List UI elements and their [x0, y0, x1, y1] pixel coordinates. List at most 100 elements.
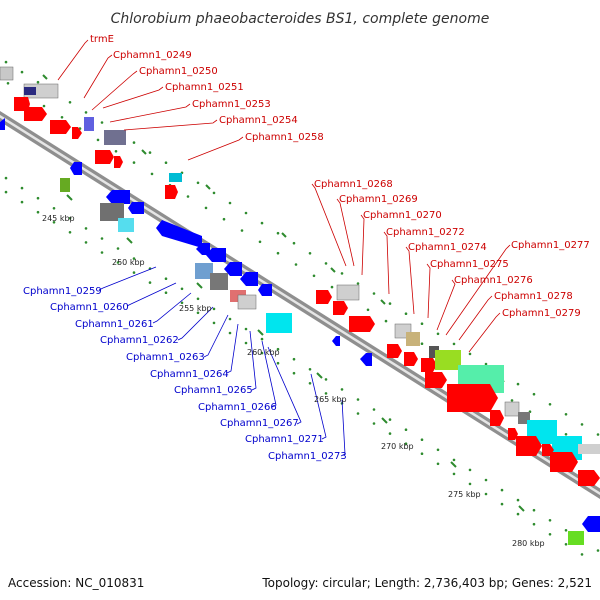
guide-dot	[20, 70, 24, 74]
gene-feature	[156, 220, 202, 248]
guide-dot	[500, 488, 504, 492]
gene-label[interactable]: Cphamn1_0251	[165, 82, 244, 93]
gene-label[interactable]: Cphamn1_0270	[363, 210, 442, 221]
guide-dot	[388, 432, 392, 435]
gene-label[interactable]: Cphamn1_0274	[408, 242, 487, 253]
guide-dot	[484, 492, 488, 496]
gene-label[interactable]: Cphamn1_0258	[245, 132, 324, 143]
gene-label[interactable]: Cphamn1_0253	[192, 99, 271, 110]
guide-dot	[516, 512, 520, 516]
gene-feature	[447, 384, 498, 412]
guide-dot	[260, 337, 264, 341]
guide-dot	[244, 327, 248, 331]
gene-feature	[429, 346, 439, 358]
gene-feature	[516, 436, 542, 456]
gene-feature	[169, 173, 182, 182]
gene-label[interactable]: Cphamn1_0277	[511, 240, 590, 251]
gene-feature	[578, 470, 600, 486]
guide-dot	[324, 392, 328, 395]
guide-dot	[516, 382, 520, 386]
gene-label[interactable]: Cphamn1_0271	[245, 434, 324, 445]
gene-feature	[504, 401, 520, 417]
gene-feature	[406, 332, 420, 346]
guide-dot	[96, 138, 100, 142]
gene-label[interactable]: Cphamn1_0265	[174, 385, 253, 396]
gene-feature	[240, 272, 258, 286]
gene-label[interactable]: Cphamn1_0273	[268, 451, 347, 462]
gene-feature	[490, 410, 504, 426]
guide-dot	[564, 433, 568, 436]
gene-label[interactable]: Cphamn1_0260	[50, 302, 129, 313]
guide-dot	[68, 231, 72, 234]
reverse-strand-features	[0, 118, 600, 545]
tick-label: 250 kbp	[112, 258, 145, 267]
gene-feature	[360, 353, 372, 366]
tick-labels: 245 kbp 250 kbp 255 kbp 260 kbp 265 kbp …	[42, 214, 545, 548]
gene-label[interactable]: Cphamn1_0279	[502, 308, 581, 319]
guide-dot	[84, 227, 88, 230]
guide-dot	[68, 101, 72, 104]
reverse-gene-labels: Cphamn1_0259 Cphamn1_0260 Cphamn1_0261 C…	[23, 286, 347, 462]
gene-label[interactable]: Cphamn1_0269	[339, 194, 418, 205]
gene-feature	[60, 178, 70, 192]
gene-label[interactable]: Cphamn1_0259	[23, 286, 102, 297]
guide-dot	[436, 332, 440, 336]
gene-label[interactable]: Cphamn1_0276	[454, 275, 533, 286]
gene-feature	[421, 358, 437, 372]
tick-label: 270 kbp	[381, 442, 414, 451]
gene-label[interactable]: Cphamn1_0275	[430, 259, 509, 270]
guide-dot	[36, 196, 40, 200]
guide-dot	[52, 207, 56, 210]
gene-feature	[114, 156, 123, 168]
gene-label[interactable]: Cphamn1_0263	[126, 352, 205, 363]
guide-dot	[276, 251, 280, 255]
guide-dot	[420, 438, 424, 442]
gene-label[interactable]: Cphamn1_0249	[113, 50, 192, 61]
gene-label[interactable]: Cphamn1_0267	[220, 418, 299, 429]
guide-dot	[222, 217, 226, 221]
gene-feature	[165, 185, 178, 199]
genome-summary-text: Topology: circular; Length: 2,736,403 bp…	[261, 576, 592, 590]
tick-label: 245 kbp	[42, 214, 75, 223]
gene-label[interactable]: Cphamn1_0266	[198, 402, 277, 413]
guide-dot	[212, 307, 216, 311]
guide-dot	[510, 399, 514, 402]
gene-feature	[0, 118, 5, 130]
guide-dot	[372, 408, 376, 411]
guide-dot	[532, 522, 536, 526]
gene-feature	[118, 218, 134, 232]
guide-dot	[132, 257, 136, 260]
guide-dot	[580, 423, 584, 426]
guide-dot	[100, 237, 104, 240]
guide-dot	[388, 302, 392, 305]
gene-feature	[24, 107, 47, 121]
gene-label[interactable]: Cphamn1_0254	[219, 115, 298, 126]
gene-label[interactable]: Cphamn1_0262	[100, 335, 179, 346]
gene-label[interactable]: Cphamn1_0261	[75, 319, 154, 330]
guide-dot	[436, 462, 440, 466]
guide-dot	[132, 161, 136, 164]
guide-dot	[468, 352, 472, 356]
gene-label[interactable]: trmE	[90, 34, 114, 45]
guide-dot	[294, 263, 298, 266]
guide-dot	[258, 240, 262, 244]
guide-dot	[420, 342, 424, 346]
gene-label[interactable]: Cphamn1_0272	[386, 227, 465, 238]
guide-dot	[52, 221, 56, 224]
guide-dot	[276, 231, 280, 235]
guide-dot	[564, 543, 568, 546]
guide-dot	[240, 229, 244, 232]
guide-dot	[228, 331, 232, 335]
tick-dashes	[42, 74, 525, 512]
guide-dot	[420, 322, 424, 326]
guide-dot	[292, 357, 296, 361]
guide-dot	[340, 272, 344, 275]
gene-label[interactable]: Cphamn1_0268	[314, 179, 393, 190]
gene-feature	[104, 130, 126, 145]
gene-label[interactable]: Cphamn1_0250	[139, 66, 218, 77]
gene-label[interactable]: Cphamn1_0278	[494, 291, 573, 302]
gene-label[interactable]: Cphamn1_0264	[150, 369, 229, 380]
guide-dot	[36, 210, 40, 214]
guide-dot	[404, 312, 408, 316]
